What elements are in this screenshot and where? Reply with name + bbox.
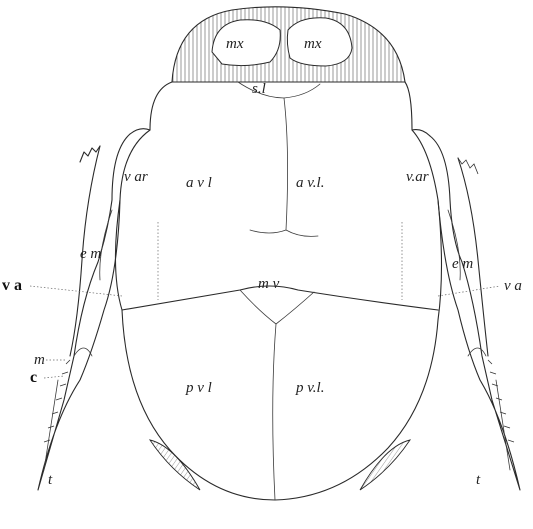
label-va-right: v a: [504, 278, 522, 294]
label-c: c: [30, 369, 37, 386]
label-t-left: t: [48, 472, 53, 488]
label-mx-right: mx: [304, 36, 322, 52]
right-hind-leg: [430, 136, 520, 490]
hatched-corner-right: [360, 440, 410, 490]
label-var-left: v ar: [124, 169, 148, 185]
label-mv: m v: [258, 276, 280, 292]
label-pvl-left: p v l: [185, 380, 212, 396]
label-var-right: v.ar: [406, 169, 429, 185]
label-em-left: e m: [80, 246, 101, 262]
label-m: m: [34, 352, 45, 368]
left-hind-leg: [38, 134, 130, 490]
label-sl: s.l: [252, 81, 266, 97]
label-va-left: v a: [2, 277, 22, 294]
head-region: mx mx: [172, 7, 405, 82]
label-avl-left: a v l: [186, 175, 212, 191]
label-t-right: t: [476, 472, 481, 488]
label-em-right: e m: [452, 256, 473, 272]
label-pvl-right: p v.l.: [295, 380, 324, 396]
label-avl-right: a v.l.: [296, 175, 324, 191]
label-mx-left: mx: [226, 36, 244, 52]
hatched-corner-left: [150, 440, 200, 490]
